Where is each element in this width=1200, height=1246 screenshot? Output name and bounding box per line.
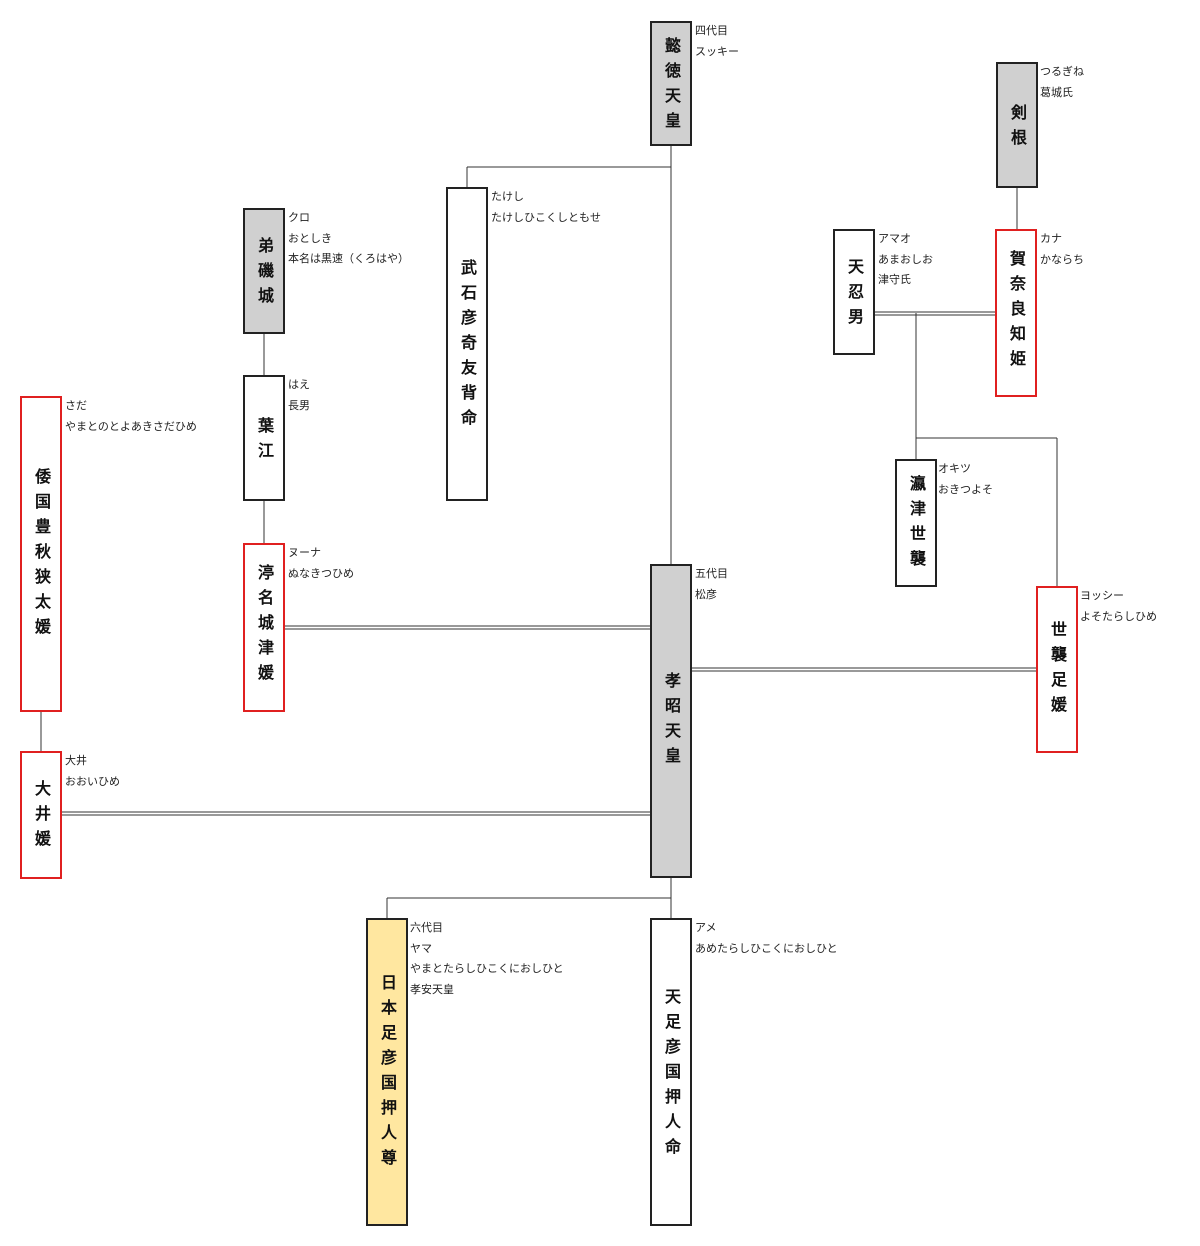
note-line: やまとたらしひこくにおしひと [410,962,564,975]
person-kana: 賀奈良知姫 [995,229,1037,397]
person-oi: 大井媛 [20,751,62,879]
note-line: 孝安天皇 [410,982,454,996]
note-line: よそたらしひめ [1080,609,1157,623]
person-itoku: 懿徳天皇 [650,21,692,146]
person-name: 世襲足媛 [1048,621,1067,721]
person-name: 賀奈良知姫 [1007,250,1026,375]
note-line: ぬなきつひめ [288,566,354,580]
note-line: 長男 [288,398,310,412]
person-name: 懿徳天皇 [662,37,681,137]
note-line: おきつよそ [938,482,993,496]
note-line: ヤマ [410,941,432,955]
person-yossi: 世襲足媛 [1036,586,1078,753]
person-name: 武石彦奇友背命 [458,259,477,434]
person-notes: はえ 長男 [288,375,310,416]
person-otoshiki: 弟磯城 [243,208,285,334]
note-line: たけしひこくしともせ [491,210,601,224]
note-line: 大井 [65,754,87,767]
person-notes: オキツ おきつよそ [938,459,993,500]
person-tsurugine: 剣根 [996,62,1038,188]
person-name: 瀛津世襲 [907,475,926,575]
note-line: おおいひめ [65,774,120,788]
note-line: おとしき [288,231,332,245]
person-notes: さだ やまとのとよあきさだひめ [65,396,197,437]
person-notes: アメ あめたらしひこくにおしひと [695,918,838,959]
note-line: ヌーナ [288,546,321,559]
note-line: スッキー [695,44,739,58]
person-notes: 六代目 ヤマ やまとたらしひこくにおしひと 孝安天皇 [410,918,564,1000]
note-line: 四代目 [695,24,728,37]
note-line: あまおしお [878,252,933,266]
person-notes: カナ かならち [1040,229,1084,270]
note-line: はえ [288,378,310,391]
person-name: 大井媛 [32,780,51,855]
note-line: 葛城氏 [1040,85,1073,99]
person-notes: ヨッシー よそたらしひめ [1080,586,1157,627]
person-notes: たけし たけしひこくしともせ [491,187,601,228]
person-notes: アマオ あまおしお 津守氏 [878,229,933,291]
note-line: アメ [695,921,717,934]
person-notes: 五代目 松彦 [695,564,728,605]
note-line: 本名は黒速（くろはや） [288,252,409,265]
person-notes: ヌーナ ぬなきつひめ [288,543,354,584]
note-line: つるぎね [1040,65,1084,78]
note-line: アマオ [878,232,911,245]
person-sada: 倭国豊秋狭太媛 [20,396,62,712]
person-hae: 葉江 [243,375,285,501]
note-line: オキツ [938,462,971,475]
person-ame: 天足彦国押人命 [650,918,692,1226]
note-line: 津守氏 [878,273,911,286]
person-notes: つるぎね 葛城氏 [1040,62,1084,103]
person-nuna: 渟名城津媛 [243,543,285,712]
person-notes: 大井 おおいひめ [65,751,120,792]
person-name: 弟磯城 [255,237,274,312]
note-line: ヨッシー [1080,589,1124,602]
person-okitsu: 瀛津世襲 [895,459,937,587]
person-name: 倭国豊秋狭太媛 [32,468,51,643]
note-line: クロ [288,211,310,224]
note-line: やまとのとよあきさだひめ [65,419,197,433]
note-line: 六代目 [410,921,443,934]
note-line: かならち [1040,252,1084,266]
person-takeshi: 武石彦奇友背命 [446,187,488,501]
person-name: 渟名城津媛 [255,564,274,689]
note-line: あめたらしひこくにおしひと [695,941,838,955]
person-name: 葉江 [255,417,274,467]
person-name: 孝昭天皇 [662,672,681,772]
person-name: 剣根 [1008,104,1027,154]
note-line: カナ [1040,232,1062,245]
note-line: さだ [65,399,87,412]
person-name: 日本足彦国押人尊 [378,974,397,1174]
note-line: 五代目 [695,567,728,580]
person-notes: クロ おとしき 本名は黒速（くろはや） [288,208,409,270]
person-yama: 日本足彦国押人尊 [366,918,408,1226]
note-line: たけし [491,190,524,203]
note-line: 松彦 [695,587,717,601]
person-amao: 天忍男 [833,229,875,355]
person-name: 天足彦国押人命 [662,988,681,1163]
person-name: 天忍男 [845,258,864,333]
person-kosho: 孝昭天皇 [650,564,692,878]
person-notes: 四代目 スッキー [695,21,739,62]
